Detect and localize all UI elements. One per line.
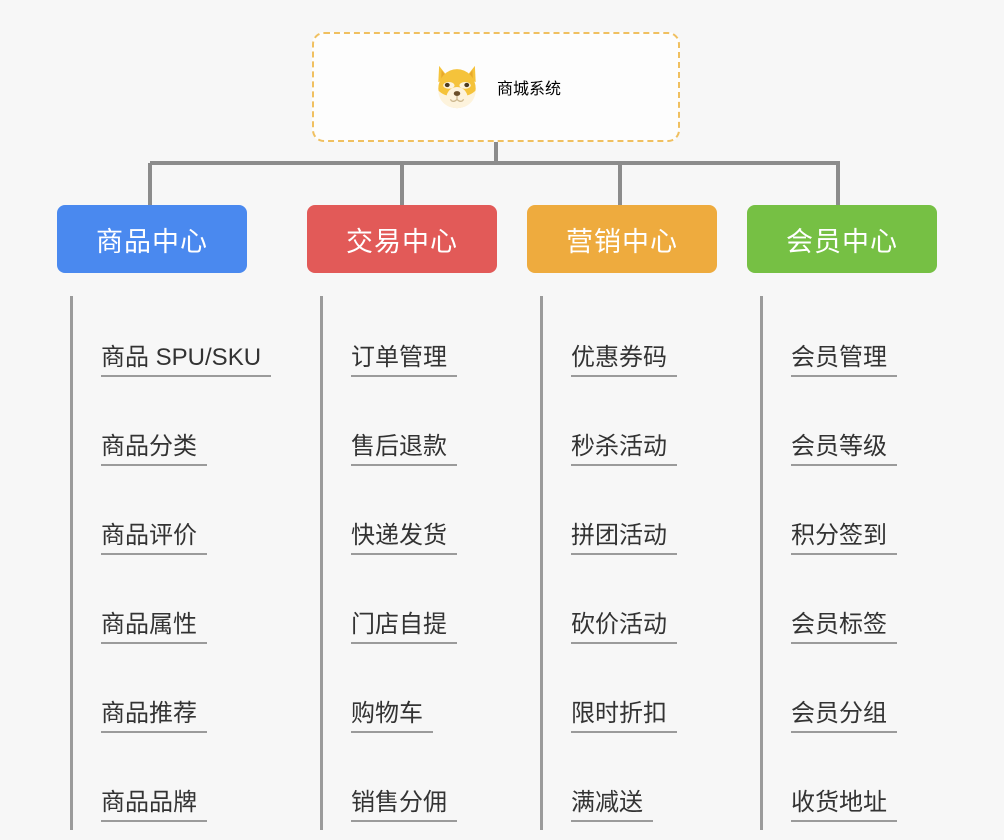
leaf-item[interactable]: 会员管理 xyxy=(763,296,937,385)
leaf-item[interactable]: 销售分佣 xyxy=(323,741,497,830)
leaf-list-0: 商品 SPU/SKU 商品分类 商品评价 商品属性 商品推荐 商品品牌 xyxy=(57,296,272,830)
leaf-label: 门店自提 xyxy=(351,611,457,644)
category-title-1: 交易中心 xyxy=(346,226,458,257)
leaf-item[interactable]: 秒杀活动 xyxy=(543,385,717,474)
leaf-item[interactable]: 优惠券码 xyxy=(543,296,717,385)
category-title-0: 商品中心 xyxy=(96,226,208,257)
leaf-label: 快递发货 xyxy=(351,522,457,555)
leaf-item[interactable]: 商品品牌 xyxy=(73,741,247,830)
leaf-label: 会员管理 xyxy=(791,344,897,377)
category-header-2[interactable]: 营销中心 xyxy=(527,205,717,273)
branch-spine-3 xyxy=(760,296,763,830)
leaf-label: 拼团活动 xyxy=(571,522,677,555)
leaf-label: 砍价活动 xyxy=(571,611,677,644)
leaf-item[interactable]: 售后退款 xyxy=(323,385,497,474)
leaf-item[interactable]: 收货地址 xyxy=(763,741,937,830)
category-header-3[interactable]: 会员中心 xyxy=(747,205,937,273)
leaf-label: 商品评价 xyxy=(101,522,207,555)
leaf-label: 积分签到 xyxy=(791,522,897,555)
leaf-item[interactable]: 商品分类 xyxy=(73,385,247,474)
leaf-label: 会员等级 xyxy=(791,433,897,466)
category-title-2: 营销中心 xyxy=(566,226,678,257)
leaf-item[interactable]: 商品 SPU/SKU xyxy=(73,296,272,385)
leaf-label: 会员分组 xyxy=(791,700,897,733)
leaf-item[interactable]: 拼团活动 xyxy=(543,474,717,563)
leaf-item[interactable]: 订单管理 xyxy=(323,296,497,385)
leaf-item[interactable]: 会员分组 xyxy=(763,652,937,741)
leaf-label: 限时折扣 xyxy=(571,700,677,733)
branch-spine-0 xyxy=(70,296,73,830)
leaf-item[interactable]: 会员等级 xyxy=(763,385,937,474)
category-header-1[interactable]: 交易中心 xyxy=(307,205,497,273)
leaf-item[interactable]: 会员标签 xyxy=(763,563,937,652)
leaf-list-1: 订单管理 售后退款 快递发货 门店自提 购物车 销售分佣 xyxy=(307,296,497,830)
leaf-label: 购物车 xyxy=(351,700,433,733)
leaf-item[interactable]: 砍价活动 xyxy=(543,563,717,652)
leaf-label: 商品 SPU/SKU xyxy=(101,344,272,377)
leaf-label: 售后退款 xyxy=(351,433,457,466)
branch-column-2: 营销中心 优惠券码 秒杀活动 拼团活动 砍价活动 限时折扣 满减送 xyxy=(527,205,717,830)
leaf-label: 商品品牌 xyxy=(101,789,207,822)
leaf-item[interactable]: 门店自提 xyxy=(323,563,497,652)
leaf-list-2: 优惠券码 秒杀活动 拼团活动 砍价活动 限时折扣 满减送 xyxy=(527,296,717,830)
leaf-label: 商品分类 xyxy=(101,433,207,466)
leaf-label: 商品推荐 xyxy=(101,700,207,733)
branch-column-0: 商品中心 商品 SPU/SKU 商品分类 商品评价 商品属性 商品推荐 商品品牌 xyxy=(57,205,272,830)
leaf-label: 优惠券码 xyxy=(571,344,677,377)
root-node[interactable]: 商城系统 xyxy=(312,32,680,142)
category-title-3: 会员中心 xyxy=(786,226,898,257)
leaf-label: 销售分佣 xyxy=(351,789,457,822)
leaf-item[interactable]: 商品评价 xyxy=(73,474,247,563)
leaf-item[interactable]: 限时折扣 xyxy=(543,652,717,741)
leaf-list-3: 会员管理 会员等级 积分签到 会员标签 会员分组 收货地址 xyxy=(747,296,937,830)
leaf-label: 订单管理 xyxy=(351,344,457,377)
category-header-0[interactable]: 商品中心 xyxy=(57,205,247,273)
leaf-item[interactable]: 满减送 xyxy=(543,741,717,830)
leaf-label: 秒杀活动 xyxy=(571,433,677,466)
shiba-dog-icon xyxy=(438,65,476,109)
leaf-item[interactable]: 购物车 xyxy=(323,652,497,741)
page-title: 商城系统 xyxy=(496,81,561,98)
leaf-label: 收货地址 xyxy=(791,789,897,822)
leaf-label: 满减送 xyxy=(571,789,653,822)
leaf-item[interactable]: 快递发货 xyxy=(323,474,497,563)
branch-column-3: 会员中心 会员管理 会员等级 积分签到 会员标签 会员分组 收货地址 xyxy=(747,205,937,830)
branch-column-1: 交易中心 订单管理 售后退款 快递发货 门店自提 购物车 销售分佣 xyxy=(307,205,497,830)
branch-spine-2 xyxy=(540,296,543,830)
leaf-label: 会员标签 xyxy=(791,611,897,644)
leaf-item[interactable]: 积分签到 xyxy=(763,474,937,563)
leaf-item[interactable]: 商品属性 xyxy=(73,563,247,652)
leaf-item[interactable]: 商品推荐 xyxy=(73,652,247,741)
branch-spine-1 xyxy=(320,296,323,830)
leaf-label: 商品属性 xyxy=(101,611,207,644)
